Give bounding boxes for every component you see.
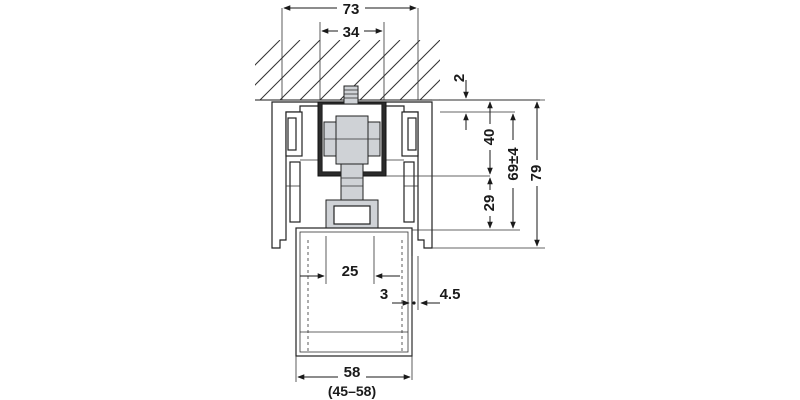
dim-58-range-label: (45–58) (328, 383, 376, 399)
dim-25-label: 25 (342, 263, 359, 280)
dim-58-label: 58 (344, 364, 361, 381)
door-panel (295, 227, 413, 357)
dim-69-label: 69±4 (505, 147, 522, 181)
hanger-stem (325, 163, 379, 249)
dim-2-label: 2 (451, 74, 468, 82)
roller-carriage (317, 85, 387, 177)
dim-79-label: 79 (528, 165, 545, 182)
dim-3-label: 3 (380, 286, 388, 303)
dim-40-label: 40 (481, 129, 498, 146)
dim-29-label: 29 (481, 195, 498, 212)
ceiling-hatch (255, 40, 440, 100)
dim-73-label: 73 (343, 1, 360, 18)
track-profile (271, 101, 433, 249)
dim-4-5-label: 4.5 (440, 286, 461, 303)
dim-34-label: 34 (343, 24, 360, 41)
